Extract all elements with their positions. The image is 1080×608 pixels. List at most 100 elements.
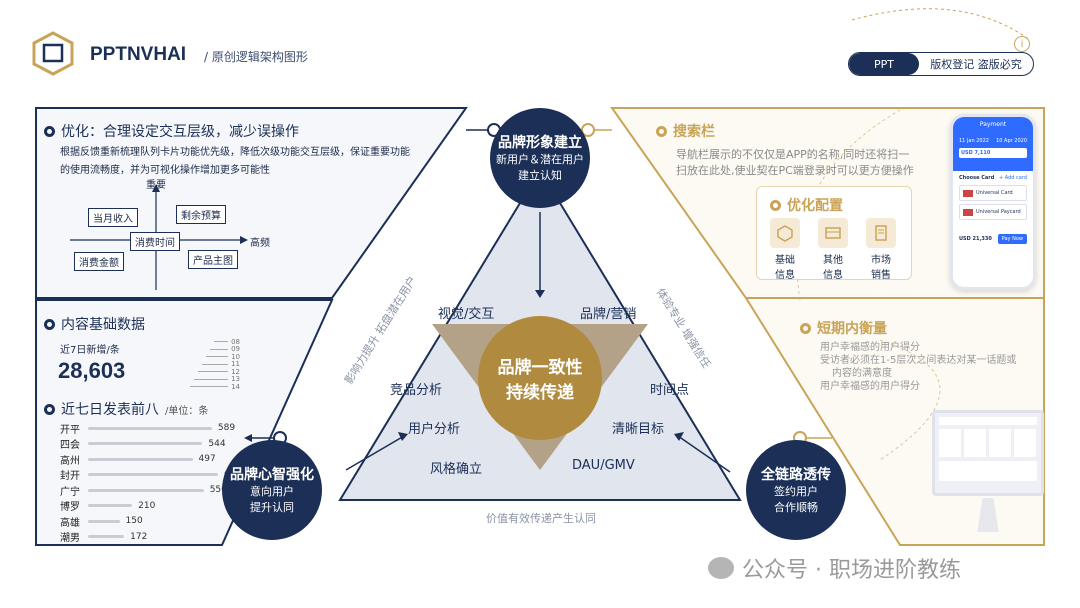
- matrix-q3: 消费金额: [74, 252, 124, 271]
- bar-value: 544: [208, 438, 226, 449]
- tick-item: 10: [180, 353, 240, 361]
- bar-row: 广宁 550: [60, 483, 227, 498]
- right-circle: 全链路透传 签约用户 合作顺畅: [746, 440, 846, 540]
- left-bottom-panel: [35, 299, 334, 546]
- matrix-center: 消费时间: [130, 232, 180, 251]
- bullet-icon: [656, 125, 667, 137]
- label-dau: DAU/GMV: [572, 458, 635, 473]
- label-goal: 清晰目标: [612, 422, 665, 437]
- optimize-desc-2: 的使用流畅度，并为可视化操作增加更多可能性: [60, 165, 270, 176]
- balance-bullets: 用户幸福感的用户得分 受访者必须在1-5层次之间表达对某一话题或 内容的满意度 …: [820, 342, 1017, 392]
- tick-item: 09: [180, 345, 240, 353]
- label-style: 风格确立: [430, 462, 483, 477]
- bar-row: 博罗 210: [60, 499, 156, 514]
- bar-row: 潮男 172: [60, 530, 148, 545]
- bar-category: 高雄: [60, 517, 80, 529]
- search-desc-2: 扫放在此处,使业契在PC端登录时可以更方便操作: [676, 164, 914, 177]
- optimize-desc-1: 根据反馈重新梳理队列卡片功能优先级，降低次级功能交互层级，保证重要功能: [60, 147, 410, 158]
- label-brand: 品牌/营销: [580, 307, 637, 322]
- bar-category: 四会: [60, 440, 80, 451]
- bottom-edge-text: 价值有效传递产生认同: [486, 512, 596, 525]
- desktop-stand: [977, 498, 999, 532]
- tick-item: 11: [180, 360, 240, 368]
- bar: [88, 519, 120, 523]
- bar: [88, 535, 125, 538]
- content-title: 内容基础数据: [44, 314, 145, 334]
- bullet-icon: [44, 403, 55, 415]
- top-circle: 品牌形象建立 新用户＆潜在用户 建立认知: [490, 108, 590, 208]
- bullet-icon: [44, 318, 55, 330]
- bar-category: 广宁: [60, 486, 80, 498]
- bar-category: 高州: [60, 455, 80, 467]
- new-value: 28,603: [58, 358, 126, 383]
- copyright-badge: PPT 版权登记 盗版必究: [848, 52, 1034, 76]
- desktop-mockup: [932, 410, 1044, 496]
- optimize-title: 优化：合理设定交互层级，减少误操作: [44, 121, 299, 141]
- label-visual: 视觉/交互: [438, 307, 495, 322]
- search-desc-1: 导航栏展示的不仅仅是APP的名称,同时还将扫一: [676, 148, 910, 161]
- bar-row: 开平 589: [60, 421, 236, 436]
- label-competitor: 竞品分析: [390, 383, 443, 398]
- label-user: 用户分析: [408, 422, 461, 437]
- badge-copyright: 版权登记 盗版必究: [930, 58, 1022, 71]
- config-title: 优化配置: [770, 195, 843, 215]
- tick-item: 13: [180, 375, 240, 383]
- bar-row: 四会 544: [60, 437, 226, 452]
- rank-title: 近七日发表前八 /单位：条: [44, 399, 208, 419]
- label-time: 时间点: [650, 383, 690, 398]
- bar-value: 150: [125, 516, 143, 526]
- bar: [88, 504, 133, 507]
- bar-value: 550: [209, 485, 227, 495]
- bar-value: 172: [130, 531, 148, 542]
- bar: [88, 426, 212, 430]
- bar: [88, 442, 203, 445]
- bar: [88, 473, 218, 476]
- balance-title: 短期内衡量: [800, 318, 887, 338]
- phone-body: Choose Card+ Add card Universal Card Uni…: [959, 175, 1027, 244]
- bullet-icon: [800, 322, 811, 334]
- axis-up-label: 重要: [146, 180, 166, 191]
- badge-ppt: PPT: [849, 53, 919, 75]
- config-item: 市场 销售: [866, 218, 896, 281]
- config-item: 基础 信息: [770, 218, 800, 281]
- bar-row: 高雄 150: [60, 514, 143, 529]
- new-label: 近7日新增/条: [60, 345, 120, 356]
- bar: [88, 457, 193, 461]
- box-icon: [770, 218, 800, 248]
- axis-right-label: 高频: [250, 238, 270, 249]
- bar-category: 开平: [60, 424, 80, 436]
- tick-item: 12: [180, 368, 240, 376]
- bullet-icon: [770, 199, 781, 211]
- tick-item: 14: [180, 383, 240, 391]
- logo-icon: [32, 31, 74, 76]
- matrix-q2: 剩余预算: [176, 205, 226, 224]
- bar-value: 497: [198, 454, 216, 464]
- bar-row: 封开618: [60, 468, 241, 483]
- config-item: 其他 信息: [818, 218, 848, 281]
- matrix-q4: 产品主图: [188, 250, 238, 269]
- page-subtitle: / 原创逻辑架构图形: [204, 50, 308, 64]
- bar-category: 封开: [60, 471, 80, 482]
- card-icon: [818, 218, 848, 248]
- bar-category: 博罗: [60, 502, 80, 513]
- tick-item: 08: [180, 338, 240, 346]
- bar-category: 潮男: [60, 533, 80, 544]
- bar-row: 高州 497: [60, 452, 216, 467]
- bar-value: 210: [138, 500, 156, 511]
- matrix-q1: 当月收入: [88, 208, 138, 227]
- core-circle: 品牌一致性 持续传递: [478, 316, 602, 440]
- bar: [88, 488, 204, 492]
- bullet-icon: [44, 125, 55, 137]
- wechat-icon: [708, 557, 734, 579]
- watermark: 公众号 · 职场进阶教练: [708, 552, 961, 584]
- search-title: 搜索栏: [656, 121, 715, 141]
- config-items: 基础 信息 其他 信息 市场 销售: [770, 218, 896, 281]
- bar-value: 589: [217, 423, 236, 433]
- left-circle: 品牌心智强化 意向用户 提升认同: [222, 440, 322, 540]
- scroll-icon: [866, 218, 896, 248]
- info-icon: i: [1014, 36, 1030, 52]
- page-title: PPTNVHAI: [90, 44, 187, 65]
